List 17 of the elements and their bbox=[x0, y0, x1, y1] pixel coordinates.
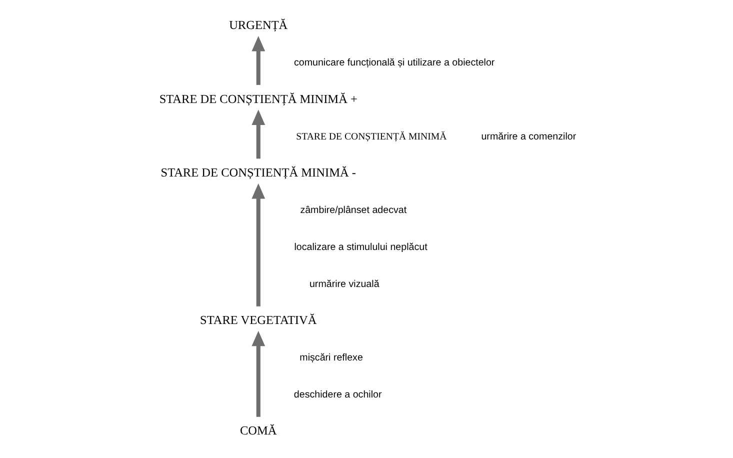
node-text: STARE DE CONȘTIENȚĂ MINIMĂ + bbox=[159, 92, 358, 106]
arrow bbox=[252, 36, 266, 85]
label: zâmbire/plânset adecvat bbox=[300, 205, 407, 216]
label: localizare a stimulului neplăcut bbox=[294, 242, 428, 253]
node-text: COMĂ bbox=[240, 424, 277, 438]
label: urmărire vizuală bbox=[309, 278, 380, 290]
label: urmărire a comenzilor bbox=[481, 131, 576, 142]
node-text: URGENȚĂ bbox=[229, 18, 288, 32]
arrow bbox=[252, 183, 266, 306]
arrow bbox=[252, 330, 266, 417]
node-text: STARE VEGETATIVĂ bbox=[200, 313, 317, 328]
label: STARE DE CONȘTIENȚĂ MINIMĂ bbox=[296, 131, 447, 142]
label: deschidere a ochilor bbox=[294, 389, 382, 400]
arrow bbox=[252, 110, 266, 159]
node-text: STARE DE CONȘTIENȚĂ MINIMĂ - bbox=[160, 166, 356, 180]
label: mișcări reflexe bbox=[300, 352, 363, 364]
label: comunicare funcțională și utilizare a obiectelor bbox=[294, 58, 495, 69]
